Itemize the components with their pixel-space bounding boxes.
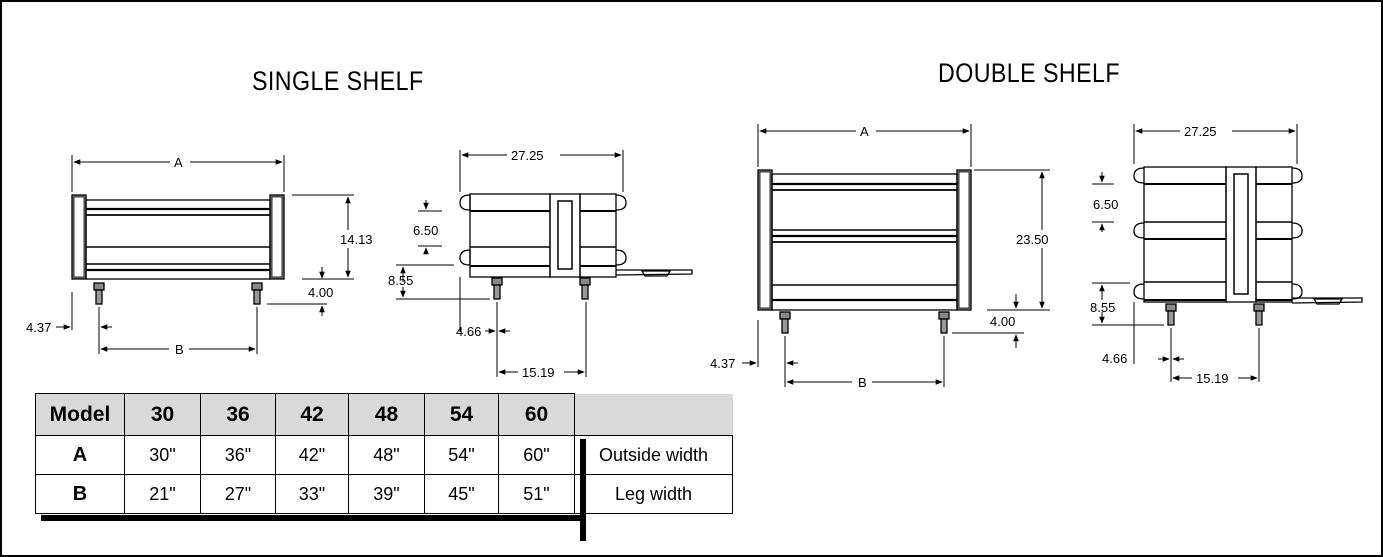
double-side-leg-offset-label: 4.66 <box>1102 351 1127 366</box>
table-cell: 42" <box>275 435 349 475</box>
single-side-lower-label: 8.55 <box>388 273 413 288</box>
double-front-height-label: 23.50 <box>1016 232 1049 247</box>
double-front-view <box>757 169 972 334</box>
spec-table-wrap: Model 30 36 42 48 54 60 A 30" 36" 42" 48… <box>35 393 733 541</box>
header-cell: 42 <box>275 393 349 436</box>
double-front-dims <box>742 124 1050 387</box>
single-front-leg-height-label: 4.00 <box>308 285 333 300</box>
single-side-leg-span-label: 15.19 <box>522 365 555 380</box>
row-description: Leg width <box>574 474 733 514</box>
double-side-leg-span-label: 15.19 <box>1196 371 1229 386</box>
table-cell: 21" <box>124 474 201 514</box>
table-header-row: Model 30 36 42 48 54 60 <box>35 393 733 436</box>
single-shelf-title: SINGLE SHELF <box>252 66 424 96</box>
double-front-leg-offset-label: 4.37 <box>710 356 735 371</box>
double-side-lower-label: 8.55 <box>1090 300 1115 315</box>
row-label: B <box>35 474 125 514</box>
single-side-view <box>459 193 693 300</box>
single-side-dims <box>396 150 624 377</box>
single-front-dims <box>56 155 354 354</box>
spec-table: Model 30 36 42 48 54 60 A 30" 36" 42" 48… <box>35 393 733 514</box>
double-shelf-title: DOUBLE SHELF <box>938 58 1120 88</box>
table-cell: 60" <box>498 435 575 475</box>
table-cell: 30" <box>124 435 201 475</box>
double-front-leg-width-label: B <box>858 375 867 390</box>
header-cell: Model <box>35 393 125 436</box>
table-row: A 30" 36" 42" 48" 54" 60" Outside width <box>35 435 733 475</box>
double-front-width-label: A <box>860 124 869 139</box>
double-side-view <box>1133 166 1363 326</box>
header-cell: 54 <box>424 393 499 436</box>
table-cell: 51" <box>498 474 575 514</box>
header-cell: 30 <box>124 393 201 436</box>
double-front-leg-height-label: 4.00 <box>990 314 1015 329</box>
single-side-depth-label: 27.25 <box>511 148 544 163</box>
table-cell: 33" <box>275 474 349 514</box>
single-side-leg-offset-label: 4.66 <box>456 324 481 339</box>
double-side-depth-label: 27.25 <box>1184 124 1217 139</box>
double-side-dims <box>1092 124 1298 382</box>
header-cell: 60 <box>498 393 575 436</box>
header-cell: 36 <box>200 393 276 436</box>
table-cell: 36" <box>200 435 276 475</box>
row-label: A <box>35 435 125 475</box>
table-row: B 21" 27" 33" 39" 45" 51" Leg width <box>35 474 733 514</box>
header-cell: 48 <box>348 393 425 436</box>
table-cell: 48" <box>348 435 425 475</box>
table-cell: 54" <box>424 435 499 475</box>
row-description: Outside width <box>574 435 733 475</box>
single-front-leg-offset-label: 4.37 <box>26 320 51 335</box>
table-cell: 39" <box>348 474 425 514</box>
table-cell: 27" <box>200 474 276 514</box>
table-shadow-bottom <box>41 515 586 521</box>
single-front-leg-width-label: B <box>175 342 184 357</box>
single-side-shelf-gap-label: 6.50 <box>413 223 438 238</box>
single-front-width-label: A <box>174 155 183 170</box>
header-blank-cell <box>574 393 733 436</box>
double-side-shelf-gap-label: 6.50 <box>1093 197 1118 212</box>
table-cell: 45" <box>424 474 499 514</box>
single-front-view <box>71 194 285 305</box>
single-front-height-label: 14.13 <box>340 232 373 247</box>
